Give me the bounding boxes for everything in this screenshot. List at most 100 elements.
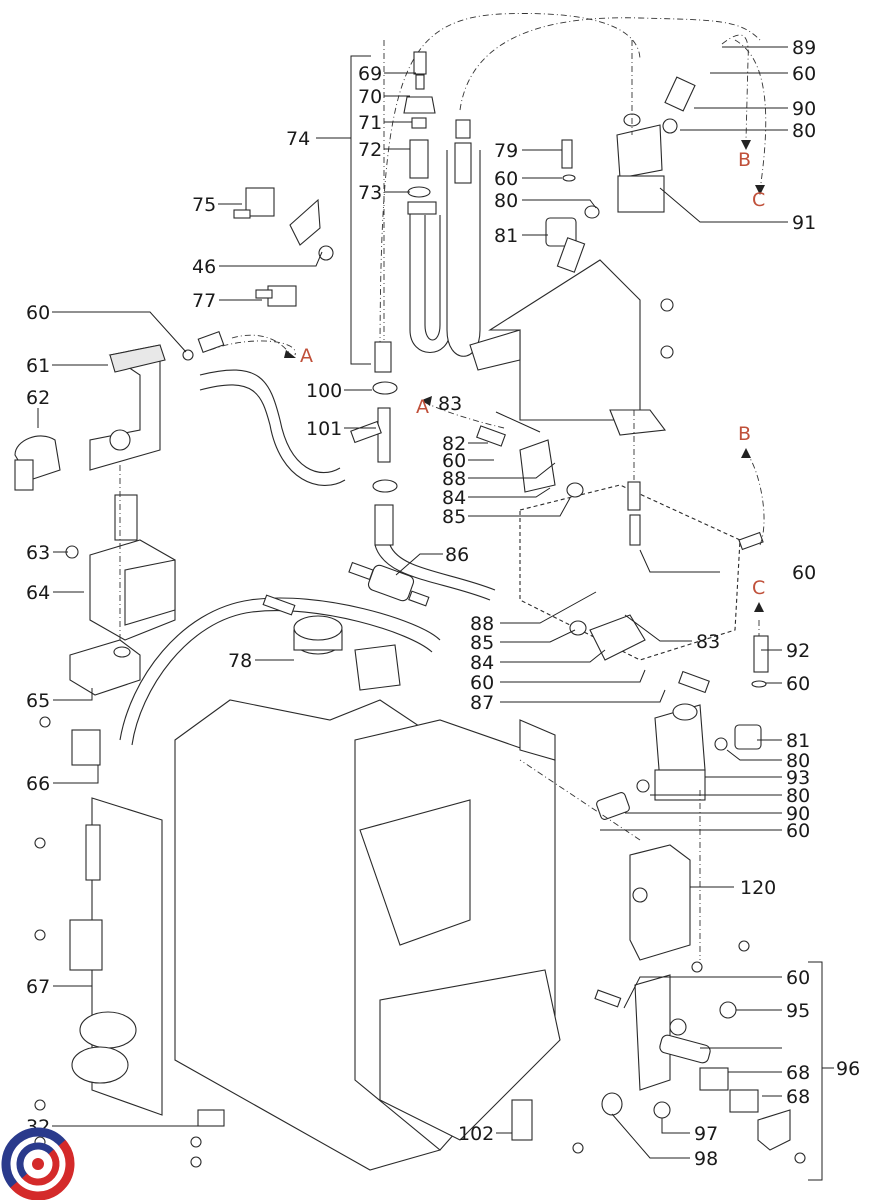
solenoid-valve-top — [616, 76, 696, 213]
circuit-board — [34, 797, 163, 1148]
callout-73: 73 — [358, 182, 382, 204]
callout-93: 93 — [786, 767, 810, 789]
fitting-stack — [403, 51, 436, 198]
callout-120: 120 — [740, 877, 776, 899]
callout-62: 62 — [26, 387, 50, 409]
valve-bracket — [629, 844, 750, 961]
callout-96: 96 — [836, 1058, 860, 1080]
t-connector — [350, 341, 398, 546]
callout-60-valve-lower: 60 — [786, 820, 810, 842]
hose-to-C — [734, 39, 767, 191]
callout-88-upper: 88 — [442, 468, 466, 490]
parts-drawing — [14, 13, 806, 1171]
clip-66 — [39, 716, 101, 766]
hose-86 — [374, 544, 491, 601]
connector-A-mid: A — [416, 396, 429, 418]
callout-97: 97 — [694, 1123, 718, 1145]
callout-102: 102 — [458, 1123, 494, 1145]
callout-67: 67 — [26, 976, 50, 998]
solenoid-valve-bottom — [596, 703, 762, 820]
callouts: 69 70 71 72 73 74 75 46 77 60 61 62 63 6… — [26, 37, 860, 1170]
flowmeter — [348, 561, 430, 607]
assembly-bracket-74 — [350, 55, 371, 365]
callout-63: 63 — [26, 542, 50, 564]
leader-lines — [37, 46, 834, 1159]
callout-69: 69 — [358, 63, 382, 85]
callout-74: 74 — [286, 128, 310, 150]
callout-60-valve-top: 60 — [792, 63, 816, 85]
hose-86-inner — [389, 544, 496, 591]
callout-80-valve-top: 80 — [792, 120, 816, 142]
callout-60-nozzle: 60 — [786, 673, 810, 695]
callout-79: 79 — [494, 140, 518, 162]
callout-83-lower: 83 — [696, 631, 720, 653]
callout-95: 95 — [786, 1000, 810, 1022]
callout-61: 61 — [26, 355, 50, 377]
callout-66: 66 — [26, 773, 50, 795]
hose-pump-inner — [131, 610, 433, 746]
callout-101: 101 — [306, 418, 342, 440]
microswitches — [233, 187, 334, 307]
callout-83-upper: 83 — [438, 393, 462, 415]
boiler-element — [407, 119, 481, 357]
callout-60-pump: 60 — [26, 302, 50, 324]
callout-60-mid: 60 — [442, 450, 466, 472]
brand-logo — [1, 1127, 75, 1200]
callout-90-lower: 90 — [786, 803, 810, 825]
assembly-bracket-96 — [808, 961, 823, 1181]
connector-A-left: A — [300, 345, 313, 367]
pump-bracket — [14, 330, 225, 491]
callout-88-lower: 88 — [470, 613, 494, 635]
callout-80-lower-2: 80 — [786, 785, 810, 807]
callout-70: 70 — [358, 86, 382, 108]
callout-84-lower: 84 — [470, 652, 494, 674]
callout-60-top: 60 — [494, 168, 518, 190]
pressure-switch — [262, 594, 343, 655]
connector-B-top: B — [738, 149, 751, 171]
callout-68-b: 68 — [786, 1086, 810, 1108]
callout-77: 77 — [192, 290, 216, 312]
boiler-bracket — [469, 259, 674, 436]
callout-64: 64 — [26, 582, 50, 604]
callout-98: 98 — [694, 1148, 718, 1170]
distribution-block — [476, 425, 764, 694]
drip-clip — [511, 1099, 584, 1154]
callout-80-top: 80 — [494, 190, 518, 212]
chassis — [174, 644, 561, 1171]
callout-85-lower: 85 — [470, 632, 494, 654]
callout-78: 78 — [228, 650, 252, 672]
callout-86: 86 — [445, 544, 469, 566]
connector-C-right: C — [752, 577, 765, 599]
callout-71: 71 — [358, 112, 382, 134]
hose-main-left — [199, 369, 341, 474]
hose-main-left-inner — [199, 384, 346, 487]
callout-65: 65 — [26, 690, 50, 712]
terminal-32 — [190, 1109, 225, 1168]
callout-82: 82 — [442, 433, 466, 455]
callout-87: 87 — [470, 692, 494, 714]
pump-mount — [69, 639, 141, 696]
callout-91: 91 — [792, 212, 816, 234]
callout-75: 75 — [192, 194, 216, 216]
callout-85-upper: 85 — [442, 506, 466, 528]
callout-92: 92 — [786, 640, 810, 662]
connector-markers: A A B B C C — [231, 140, 765, 612]
callout-72: 72 — [358, 139, 382, 161]
callout-68-a: 68 — [786, 1062, 810, 1084]
vibration-pump — [65, 494, 176, 641]
elbow-top — [545, 139, 600, 273]
callout-46: 46 — [192, 256, 216, 278]
callout-60-lever: 60 — [786, 967, 810, 989]
hose-pump — [119, 597, 441, 741]
callout-60-block: 60 — [792, 562, 816, 584]
callout-81-lower: 81 — [786, 730, 810, 752]
nozzle-92 — [751, 635, 769, 688]
hose-to-B — [721, 34, 749, 141]
callout-100: 100 — [306, 380, 342, 402]
connector-C-top: C — [752, 189, 765, 211]
hose-top-right-loop — [459, 17, 761, 111]
callout-80-lower-1: 80 — [786, 750, 810, 772]
callout-84-upper: 84 — [442, 487, 466, 509]
callout-90-top: 90 — [792, 98, 816, 120]
